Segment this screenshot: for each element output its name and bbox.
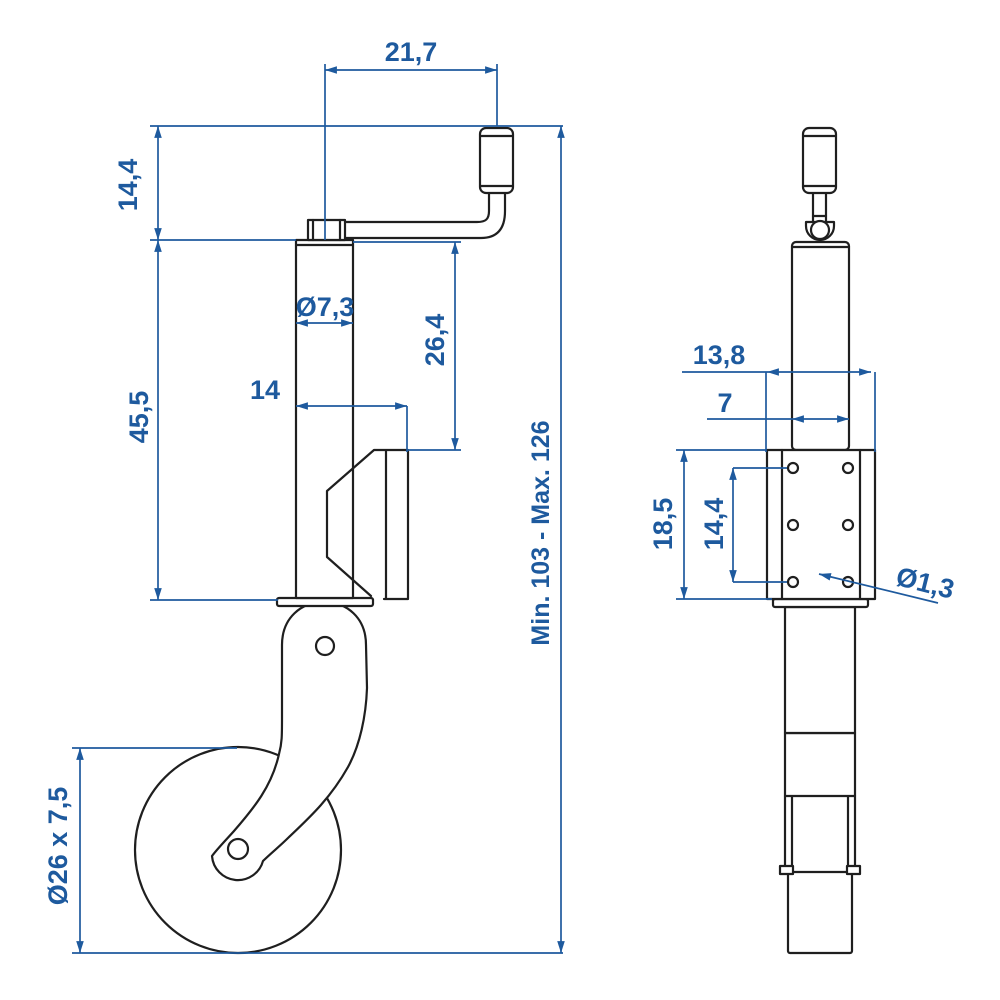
fork-foot-right [845,864,862,876]
inner-tube-lower [783,731,857,798]
label-hole-spacing: 14,4 [699,498,729,551]
label-clamp-height: 18,5 [648,498,678,551]
gear-housing [325,448,410,601]
crank-collar [306,218,347,242]
label-crank-height: 14,4 [113,159,143,212]
label-clamp-width: 13,8 [693,340,746,370]
label-crank-offset: 21,7 [385,37,438,67]
bolt-hole [786,461,800,475]
dimension-labels: 21,7 14,4 Ø7,3 26,4 14 45,5 Min. 103 - M… [43,37,957,905]
crank-grip [478,126,515,195]
crank-arm-inner [343,191,491,224]
outer-tube [294,238,355,600]
side-view [765,126,877,955]
crank-grip-side [801,126,838,195]
leader-hole-diameter [818,573,939,604]
bolt-hole [841,461,855,475]
bolt-hole [786,575,800,589]
label-tube-length: 45,5 [124,391,154,444]
fork-pivot-hole [314,635,336,657]
label-overall-height: Min. 103 - Max. 126 [527,420,555,645]
label-tube-diameter: Ø7,3 [296,292,355,322]
clamp-bracket [765,448,877,601]
bolt-hole [841,518,855,532]
label-bracket-width: 14 [250,375,280,405]
label-hole-diameter: Ø1,3 [893,561,957,604]
mount-plate [275,596,375,608]
swivel-fork [210,600,369,882]
inner-tube-upper [783,605,857,735]
crank-ball-joint [809,219,831,241]
mount-plate-side [771,597,870,609]
label-bracket-offset: 26,4 [420,314,450,367]
bolt-hole [786,518,800,532]
dimension-lines [72,64,939,954]
front-view [133,126,515,955]
label-wheel-size: Ø26 x 7,5 [43,787,73,906]
wheel-side [786,870,854,955]
crank-arm-outer [343,191,507,240]
fork-foot-left [778,864,795,876]
label-tube-width: 7 [717,388,732,418]
wheel-axle-hole [226,837,250,861]
